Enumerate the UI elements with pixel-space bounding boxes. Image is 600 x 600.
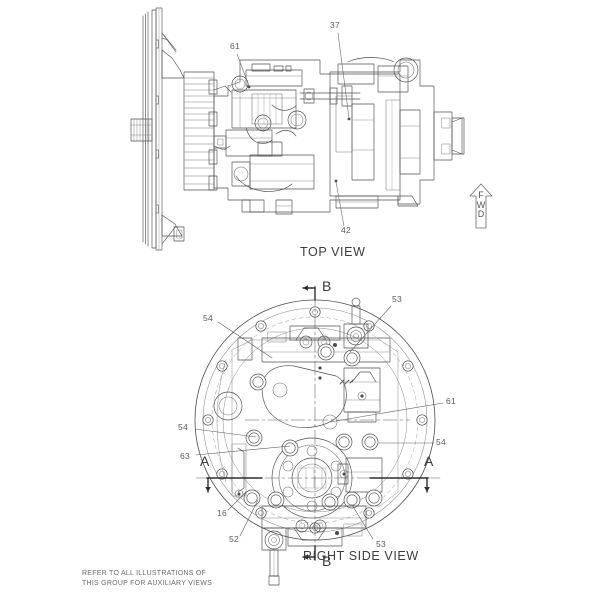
auxiliary-views-note: REFER TO ALL ILLUSTRATIONS OF THIS GROUP… — [82, 569, 212, 588]
bottom-drain-assembly — [261, 505, 367, 586]
left-side-bracket — [216, 359, 247, 499]
callout-54-right: 54 — [436, 437, 447, 447]
drive-shaft-spline — [130, 118, 153, 142]
callout-52: 52 — [229, 534, 240, 544]
fwd-arrow-shape — [469, 183, 493, 229]
callout-61-right: 61 — [446, 396, 457, 406]
right-side-view-title: RIGHT SIDE VIEW — [303, 549, 419, 563]
mounting-plate — [142, 7, 163, 251]
callout-63-left: 63 — [180, 451, 191, 461]
right-side-view-group — [194, 285, 444, 586]
callout-37-top: 37 — [330, 20, 341, 30]
lower-right-port-block — [337, 457, 383, 509]
section-marker-b-bottom: B — [322, 553, 332, 569]
fwd-arrow: F W D — [472, 190, 490, 220]
top-view-title: TOP VIEW — [300, 245, 366, 259]
note-line-1: REFER TO ALL ILLUSTRATIONS OF — [82, 570, 207, 577]
fwd-letter-d: D — [477, 209, 485, 219]
bell-housing-flange — [183, 71, 232, 191]
pump-main-body — [213, 59, 401, 215]
valve-casting-lobe — [261, 365, 347, 430]
fwd-letter-f: F — [478, 190, 484, 200]
callout-54-upper-left: 54 — [203, 313, 214, 323]
section-marker-a-left: A — [200, 453, 210, 469]
right-port-block — [317, 343, 381, 423]
section-line-aa — [205, 477, 430, 493]
callout-53-lower: 53 — [376, 539, 387, 549]
note-line-2: THIS GROUP FOR AUXILIARY VIEWS — [82, 579, 213, 587]
face-port-fittings — [243, 373, 379, 511]
secondary-pump-section — [329, 57, 465, 209]
top-view-leader-lines — [161, 32, 350, 227]
callout-54-left: 54 — [178, 422, 189, 432]
callout-53-upper-right: 53 — [392, 294, 403, 304]
callout-42-top: 42 — [341, 225, 352, 235]
right-view-leader-lines — [194, 305, 444, 540]
section-line-bb — [302, 285, 316, 561]
casting-mark — [339, 379, 354, 385]
mount-bracket-upper — [161, 32, 185, 79]
top-view-group — [130, 7, 465, 251]
section-marker-a-right: A — [424, 453, 434, 469]
section-marker-b-top: B — [322, 278, 332, 294]
callout-16: 16 — [217, 508, 228, 518]
fwd-letter-w: W — [476, 199, 486, 210]
mount-bracket-lower — [161, 214, 185, 245]
callout-61-top: 61 — [230, 41, 241, 51]
